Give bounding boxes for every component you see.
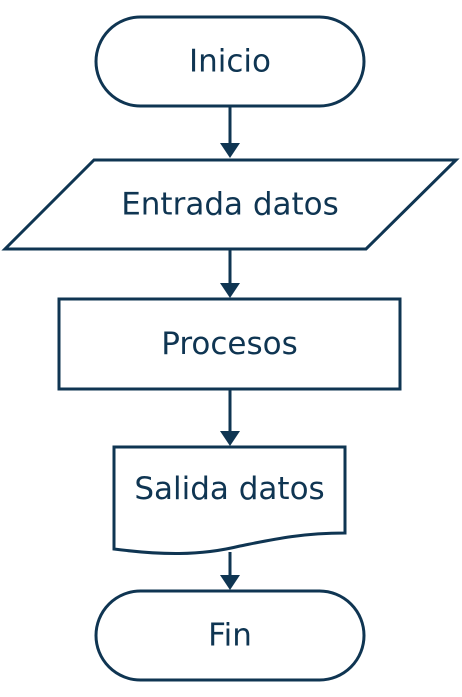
document-shape — [112, 445, 347, 555]
terminal-shape — [94, 589, 366, 682]
terminal-shape — [94, 15, 366, 108]
output-label: Salida datos — [134, 471, 324, 507]
start-label: Inicio — [189, 44, 271, 80]
arrowhead-icon — [220, 143, 240, 158]
connector-output-to-end — [220, 552, 240, 590]
process-shape — [57, 297, 402, 391]
connector-input-to-process — [220, 249, 240, 298]
connector-process-to-output — [220, 389, 240, 446]
start-node: Inicio — [94, 15, 366, 108]
end-node: Fin — [94, 589, 366, 682]
process-node: Procesos — [57, 297, 402, 391]
input-node: Entrada datos — [1, 158, 460, 251]
input-output-shape — [1, 158, 460, 251]
end-label: Fin — [208, 618, 252, 654]
connector-start-to-input — [220, 106, 240, 158]
arrowhead-icon — [220, 431, 240, 446]
output-node: Salida datos — [112, 445, 347, 555]
input-label: Entrada datos — [121, 187, 339, 223]
arrowhead-icon — [220, 575, 240, 590]
arrowhead-icon — [220, 283, 240, 298]
process-label: Procesos — [161, 326, 298, 362]
